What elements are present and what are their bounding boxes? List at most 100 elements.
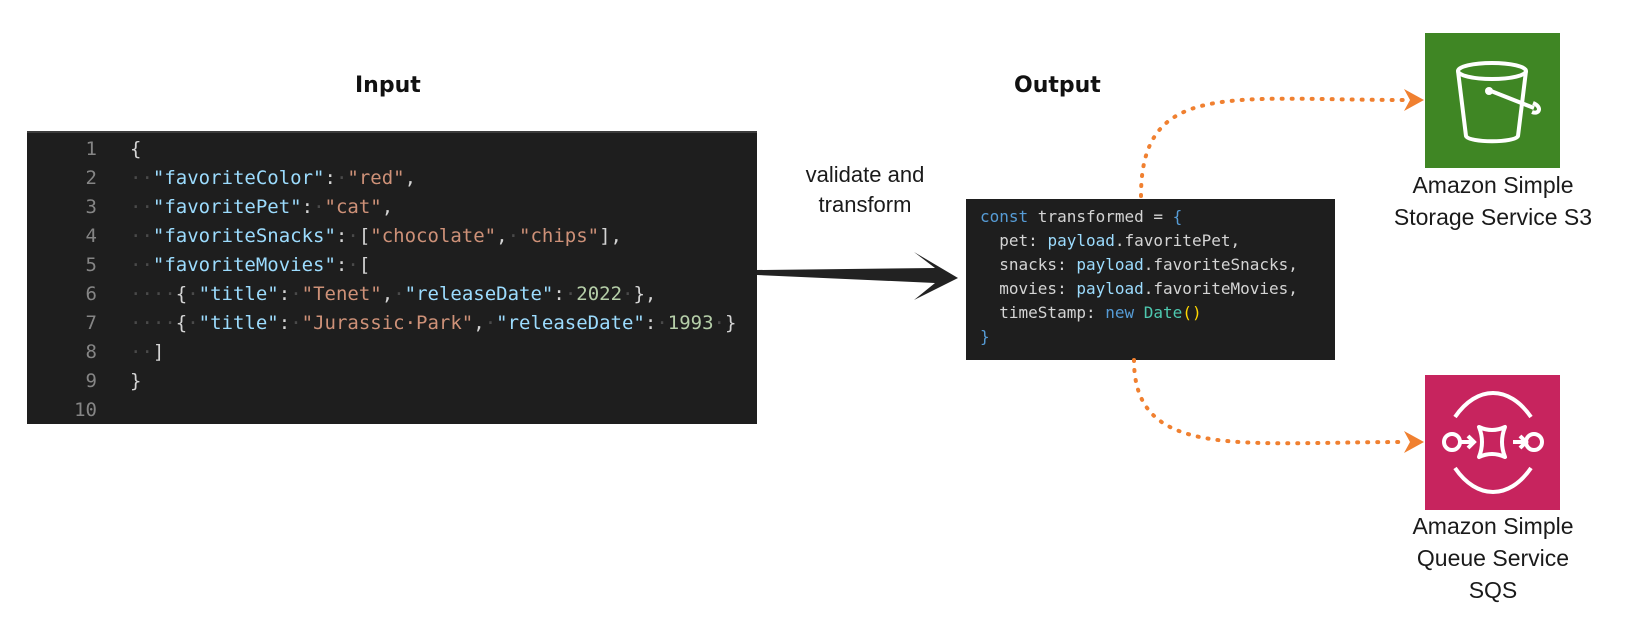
code-token: · — [313, 196, 325, 218]
indent-guide: ···· — [130, 312, 176, 334]
code-token: "chips" — [519, 225, 600, 247]
line-number: 8 — [85, 341, 97, 363]
line-text: ··"favoritePet":·"cat", — [130, 193, 393, 222]
code-token: "red" — [347, 167, 405, 189]
s3-label-line-2: Storage Service S3 — [1393, 204, 1593, 230]
code-line: 4··"favoriteSnacks":·["chocolate",·"chip… — [27, 222, 757, 251]
code-token: : — [301, 196, 314, 218]
indent-guide: ·· — [130, 167, 153, 189]
code-token: "favoriteMovies" — [152, 254, 336, 276]
code-token: "title" — [198, 312, 279, 334]
code-token: , — [381, 196, 394, 218]
code-token: .favoriteSnacks, — [1143, 255, 1298, 274]
code-token: payload — [1047, 231, 1115, 250]
code-token: "favoriteColor" — [152, 167, 325, 189]
line-number: 10 — [74, 399, 97, 421]
code-token: : — [644, 312, 657, 334]
code-line: 2··"favoriteColor":·"red", — [27, 164, 757, 193]
code-line: 1{ — [27, 135, 757, 164]
code-token: "favoritePet" — [152, 196, 302, 218]
output-heading: Output — [1014, 73, 1101, 98]
code-line: 9} — [27, 367, 757, 396]
code-token: · — [393, 283, 405, 305]
line-number: 9 — [85, 370, 97, 392]
code-token: : — [335, 254, 348, 276]
code-token: snacks: — [980, 255, 1077, 274]
code-token: { — [175, 312, 188, 334]
output-code-line: timeStamp: new Date() — [980, 300, 1201, 325]
line-number: 6 — [85, 283, 97, 305]
code-line: 5 ··"favoriteMovies":·[ — [27, 251, 757, 280]
sqs-label-line-1: Amazon Simple — [1412, 513, 1574, 539]
transform-edge-label: validate and transform — [790, 160, 940, 220]
arrowhead-to-s3 — [1404, 89, 1424, 111]
sqs-service-label: Amazon Simple Queue Service SQS — [1368, 510, 1618, 606]
code-token: · — [622, 283, 634, 305]
code-token: transformed = — [1028, 207, 1173, 226]
code-token: payload — [1076, 255, 1144, 274]
code-token: "cat" — [324, 196, 382, 218]
line-number: 5 — [85, 254, 97, 276]
line-text: ····{·"title":·"Tenet",·"releaseDate":·2… — [130, 280, 656, 309]
line-text: ····{·"title":·"Jurassic·Park",·"release… — [130, 309, 736, 338]
code-token: · — [187, 283, 199, 305]
line-text: ··"favoriteColor":·"red", — [130, 164, 416, 193]
code-line: 6····{·"title":·"Tenet",·"releaseDate":·… — [27, 280, 757, 309]
connector-to-sqs — [1132, 358, 1407, 446]
output-code-line: snacks: payload.favoriteSnacks, — [980, 252, 1298, 277]
edge-label-line-2: transform — [818, 192, 912, 217]
code-token: · — [335, 167, 348, 189]
line-text: { — [130, 135, 141, 164]
line-number: 4 — [85, 225, 97, 247]
s3-label-line-1: Amazon Simple — [1412, 172, 1574, 198]
code-token: · — [290, 312, 302, 334]
code-token: ], — [599, 225, 622, 247]
code-token: "Jurassic·Park" — [301, 312, 474, 334]
code-token: } — [130, 370, 142, 392]
code-token: : — [553, 283, 565, 305]
code-token: "releaseDate" — [496, 312, 645, 334]
code-token: , — [381, 283, 394, 305]
code-token: .favoriteMovies, — [1143, 279, 1298, 298]
code-token: 1993 — [667, 312, 714, 334]
input-heading: Input — [355, 73, 421, 98]
code-token: , — [404, 167, 417, 189]
indent-guide: ·· — [130, 254, 153, 276]
code-line: 8 ··] — [27, 338, 757, 367]
code-token: , — [473, 312, 485, 334]
output-code-line: const transformed = { — [980, 204, 1182, 229]
output-code-block: const transformed = { pet: payload.favor… — [966, 199, 1335, 360]
code-token: }, — [633, 283, 657, 305]
code-line: 7····{·"title":·"Jurassic·Park",·"releas… — [27, 309, 757, 338]
sqs-label-line-3: SQS — [1468, 577, 1518, 603]
code-token: · — [713, 312, 725, 334]
code-token: 2022 — [576, 283, 623, 305]
output-code-line: movies: payload.favoriteMovies, — [980, 276, 1298, 301]
output-code-line: } — [980, 324, 990, 349]
code-token: · — [507, 225, 520, 247]
code-token: movies: — [980, 279, 1077, 298]
line-text: ··] — [130, 338, 164, 367]
line-number: 3 — [85, 196, 97, 218]
code-token: · — [656, 312, 668, 334]
code-token: "releaseDate" — [404, 283, 554, 305]
indent-guide: ·· — [130, 196, 153, 218]
code-token: · — [484, 312, 497, 334]
line-text: ··"favoriteSnacks":·["chocolate",·"chips… — [130, 222, 622, 251]
s3-service-label: Amazon Simple Storage Service S3 — [1368, 169, 1618, 233]
line-number: 7 — [85, 312, 97, 334]
code-token: , — [496, 225, 508, 247]
code-token: pet: — [980, 231, 1048, 250]
code-token: : — [278, 283, 291, 305]
edge-label-line-1: validate and — [805, 162, 925, 187]
code-token: · — [347, 254, 359, 276]
code-line: 3 ··"favoritePet":·"cat", — [27, 193, 757, 222]
arrowhead-to-sqs — [1404, 431, 1424, 453]
code-token: [ — [358, 254, 371, 276]
code-token: · — [187, 312, 199, 334]
code-token: · — [347, 225, 359, 247]
bucket-icon — [1456, 61, 1541, 144]
code-token: timeStamp: — [980, 303, 1106, 322]
code-token: .favoritePet, — [1114, 231, 1241, 250]
line-number: 1 — [85, 138, 97, 160]
